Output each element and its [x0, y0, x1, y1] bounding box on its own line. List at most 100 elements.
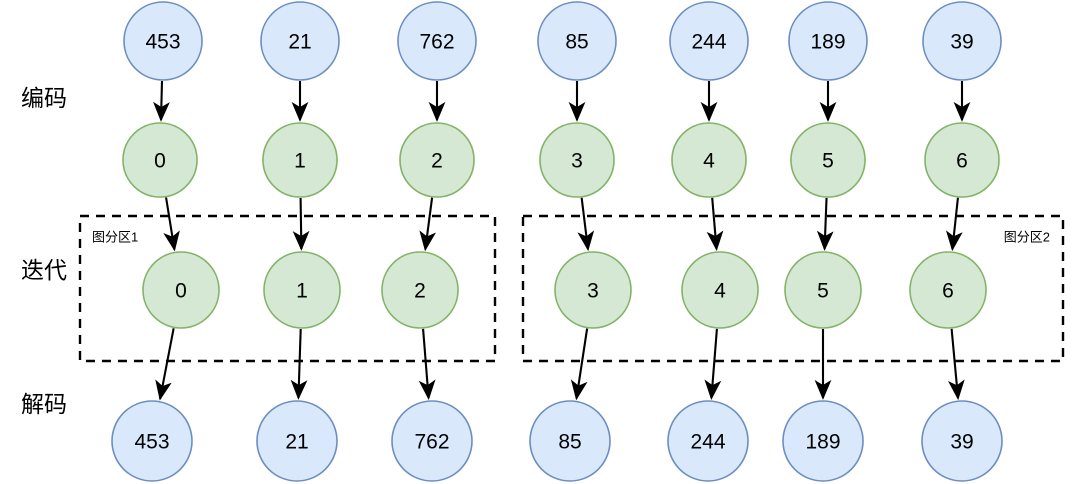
node-circle[interactable]	[381, 251, 459, 329]
node-label: 762	[414, 431, 449, 454]
partition-1: 图分区1	[78, 214, 497, 363]
node-circle[interactable]	[262, 122, 338, 198]
node-out-5[interactable]: 189	[782, 400, 864, 482]
node-circle[interactable]	[391, 400, 473, 482]
node-in-0[interactable]: 453	[123, 1, 203, 81]
node-label: 762	[419, 31, 454, 54]
node-circle[interactable]	[529, 400, 611, 482]
node-circle[interactable]	[671, 122, 747, 198]
node-in-4[interactable]: 244	[669, 1, 749, 81]
node-itr-4[interactable]: 4	[681, 251, 759, 329]
edge-arrow	[706, 197, 724, 252]
partitions-layer: 图分区1 图分区2	[78, 214, 1065, 363]
node-out-4[interactable]: 244	[667, 400, 749, 482]
node-out-0[interactable]: 453	[111, 400, 193, 482]
node-circle[interactable]	[921, 400, 1003, 482]
stage-label-iterate: 迭代	[21, 257, 67, 283]
node-label: 21	[285, 431, 308, 454]
node-enc-5[interactable]: 5	[790, 122, 866, 198]
node-in-2[interactable]: 762	[397, 1, 477, 81]
edge-arrow	[945, 197, 963, 252]
edge-arrow	[163, 197, 180, 252]
node-label: 39	[950, 31, 973, 54]
edges-layer	[153, 80, 971, 401]
node-itr-3[interactable]: 3	[554, 251, 632, 329]
node-label: 6	[942, 280, 954, 303]
node-circle[interactable]	[397, 1, 477, 81]
edge-arrow	[947, 328, 965, 401]
node-out-6[interactable]: 39	[921, 400, 1003, 482]
node-out-3[interactable]: 85	[529, 400, 611, 482]
node-circle[interactable]	[399, 122, 475, 198]
node-circle[interactable]	[256, 400, 338, 482]
node-label: 189	[810, 31, 845, 54]
node-circle[interactable]	[909, 251, 987, 329]
edge-arrow	[419, 197, 436, 252]
node-circle[interactable]	[263, 251, 341, 329]
node-circle[interactable]	[790, 122, 866, 198]
node-circle[interactable]	[782, 400, 864, 482]
node-enc-4[interactable]: 4	[671, 122, 747, 198]
node-label: 21	[288, 31, 311, 54]
node-label: 189	[805, 431, 840, 454]
edge-arrow	[816, 197, 834, 251]
node-label: 6	[956, 150, 968, 173]
node-itr-6[interactable]: 6	[909, 251, 987, 329]
node-label: 85	[558, 431, 581, 454]
partition-boundary	[78, 214, 497, 363]
stage-label-encode: 编码	[21, 85, 67, 111]
node-circle[interactable]	[122, 122, 198, 198]
node-itr-1[interactable]: 1	[263, 251, 341, 329]
edge-arrow	[704, 328, 722, 401]
node-enc-1[interactable]: 1	[262, 122, 338, 198]
node-enc-6[interactable]: 6	[924, 122, 1000, 198]
partition-boundary	[521, 214, 1065, 363]
node-circle[interactable]	[788, 1, 868, 81]
node-circle[interactable]	[260, 1, 340, 81]
edge-arrow	[153, 80, 170, 122]
edge-arrow	[418, 328, 436, 401]
node-circle[interactable]	[111, 400, 193, 482]
node-circle[interactable]	[784, 251, 862, 329]
node-itr-0[interactable]: 0	[142, 251, 220, 329]
partition-label: 图分区2	[1004, 230, 1050, 245]
node-label: 0	[175, 280, 187, 303]
node-circle[interactable]	[123, 1, 203, 81]
node-circle[interactable]	[537, 1, 617, 81]
edge-arrow	[570, 328, 589, 401]
node-in-1[interactable]: 21	[260, 1, 340, 81]
edge-arrow	[577, 197, 595, 252]
node-label: 39	[950, 431, 973, 454]
node-itr-5[interactable]: 5	[784, 251, 862, 329]
node-circle[interactable]	[669, 1, 749, 81]
partition-label: 图分区1	[92, 230, 138, 245]
node-label: 0	[154, 150, 166, 173]
node-enc-3[interactable]: 3	[539, 122, 615, 198]
node-label: 85	[565, 31, 588, 54]
node-out-1[interactable]: 21	[256, 400, 338, 482]
node-in-3[interactable]: 85	[537, 1, 617, 81]
node-in-5[interactable]: 189	[788, 1, 868, 81]
node-circle[interactable]	[924, 122, 1000, 198]
node-circle[interactable]	[667, 400, 749, 482]
node-itr-2[interactable]: 2	[381, 251, 459, 329]
node-out-2[interactable]: 762	[391, 400, 473, 482]
node-in-6[interactable]: 39	[922, 1, 1002, 81]
node-label: 4	[714, 280, 726, 303]
node-label: 2	[414, 280, 426, 303]
node-circle[interactable]	[142, 251, 220, 329]
node-circle[interactable]	[554, 251, 632, 329]
node-label: 2	[431, 150, 443, 173]
node-enc-2[interactable]: 2	[399, 122, 475, 198]
node-label: 244	[691, 31, 726, 54]
node-circle[interactable]	[681, 251, 759, 329]
node-enc-0[interactable]: 0	[122, 122, 198, 198]
node-circle[interactable]	[922, 1, 1002, 81]
edge-arrow	[155, 328, 175, 401]
node-circle[interactable]	[539, 122, 615, 198]
edge-arrow	[290, 328, 308, 400]
